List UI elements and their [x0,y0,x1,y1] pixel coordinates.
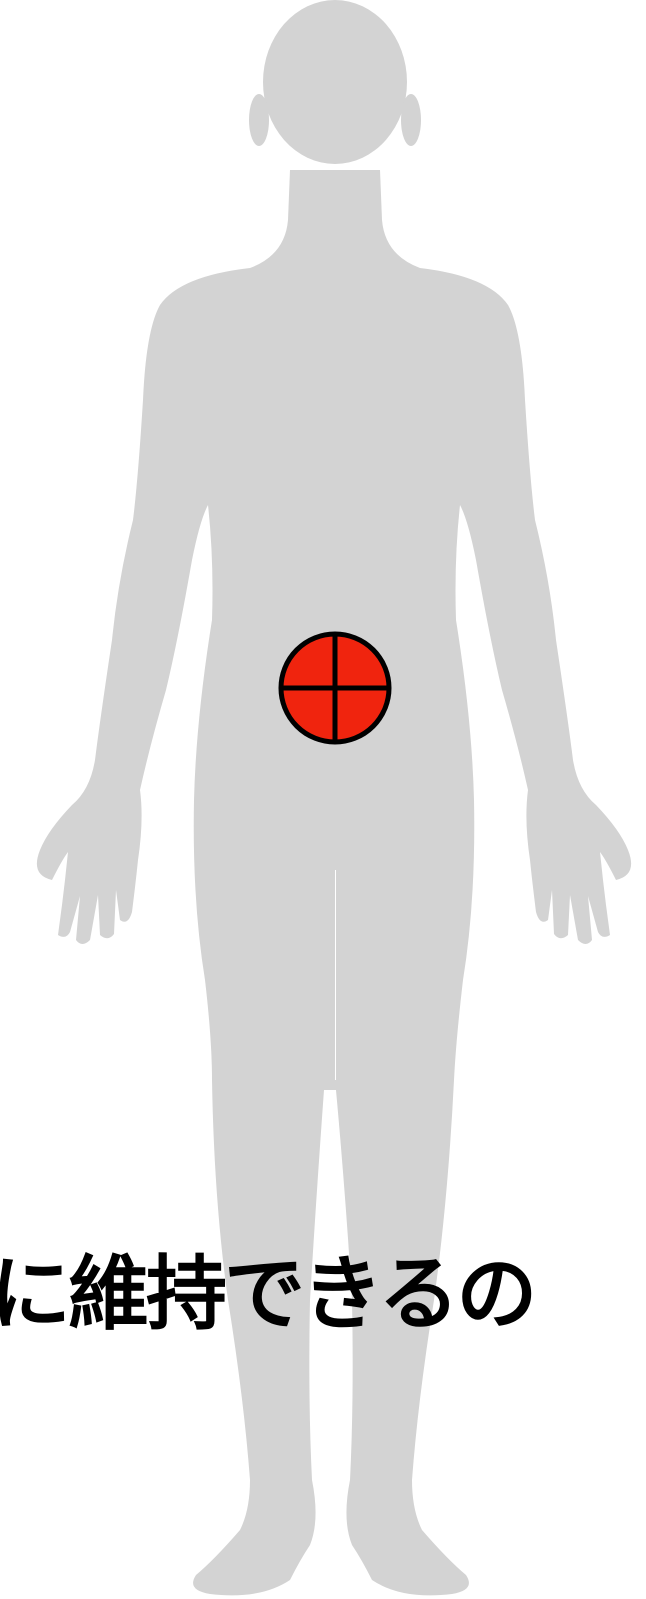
caption-text: に維持できるの [0,1250,646,1340]
crosshair-target-icon [281,634,389,742]
left-ear [249,94,269,146]
neck [250,170,420,268]
right-ear [401,94,421,146]
head [263,0,407,164]
